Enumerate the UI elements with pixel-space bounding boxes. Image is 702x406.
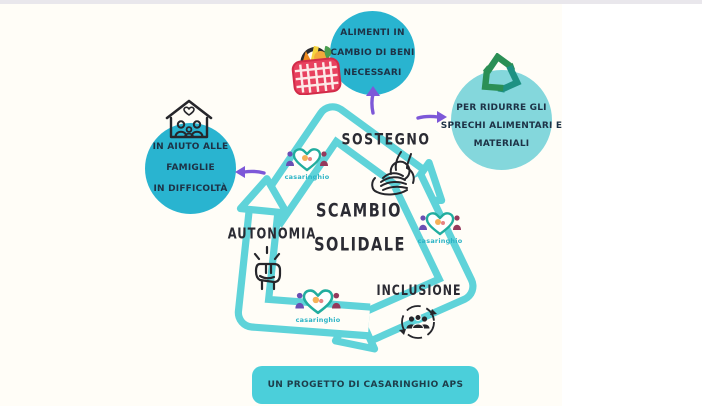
casaringhio-heart-icon <box>295 289 341 315</box>
family-house-icon <box>165 99 213 139</box>
casaringhio-heart-icon <box>419 212 461 236</box>
bubble-alimenti: ALIMENTI IN CAMBIO DI BENI NECESSARI <box>330 11 415 95</box>
node-label-autonomia: AUTONOMIA <box>227 224 317 243</box>
footer-text: UN PROGETTO DI CASARINGHIO APS <box>267 380 464 390</box>
raised-fist-icon <box>253 245 282 291</box>
people-circle-icon <box>399 305 437 339</box>
bubble-line: ALIMENTI IN <box>340 28 405 38</box>
casaringhio-logo: casaringhio <box>416 210 464 245</box>
casaringhio-logo-label: casaringhio <box>284 173 330 181</box>
node-label-sostegno: SOSTEGNO <box>341 129 431 149</box>
recycle-arrows-symbol <box>234 103 477 353</box>
artboard: ALIMENTI IN CAMBIO DI BENI NECESSARI IN … <box>0 4 562 406</box>
casaringhio-logo-label: casaringhio <box>295 316 341 324</box>
window-top-border <box>0 0 702 4</box>
bubble-line: PER RIDURRE GLI <box>456 103 547 113</box>
casaringhio-logo: casaringhio <box>283 146 331 181</box>
bubble-line: FAMIGLIE <box>166 163 215 173</box>
title-scambio: SCAMBIO <box>315 201 403 222</box>
bubble-line: SPRECHI ALIMENTARI E <box>440 121 563 131</box>
bubble-line: IN AIUTO ALLE <box>152 142 229 152</box>
bubble-line: NECESSARI <box>343 68 402 78</box>
casaringhio-heart-icon <box>286 148 328 172</box>
arrow-up-to-top-bubble <box>366 86 380 115</box>
arrow-right-to-right-bubble <box>416 111 447 123</box>
hands-support-icon <box>371 151 415 196</box>
footer-banner: UN PROGETTO DI CASARINGHIO APS <box>252 366 479 404</box>
bubble-line: MATERIALI <box>473 139 530 149</box>
title-solidale: SOLIDALE <box>314 235 406 256</box>
bubble-line: CAMBIO DI BENI <box>330 48 415 58</box>
arrow-left-to-left-bubble <box>235 166 266 178</box>
shopping-basket-icon <box>291 45 342 95</box>
recycle-icon <box>481 53 522 93</box>
casaringhio-logo: casaringhio <box>292 287 344 324</box>
casaringhio-logo-label: casaringhio <box>417 237 463 245</box>
bubble-line: IN DIFFICOLTÀ <box>153 184 228 194</box>
node-label-inclusione: INCLUSIONE <box>376 282 462 299</box>
